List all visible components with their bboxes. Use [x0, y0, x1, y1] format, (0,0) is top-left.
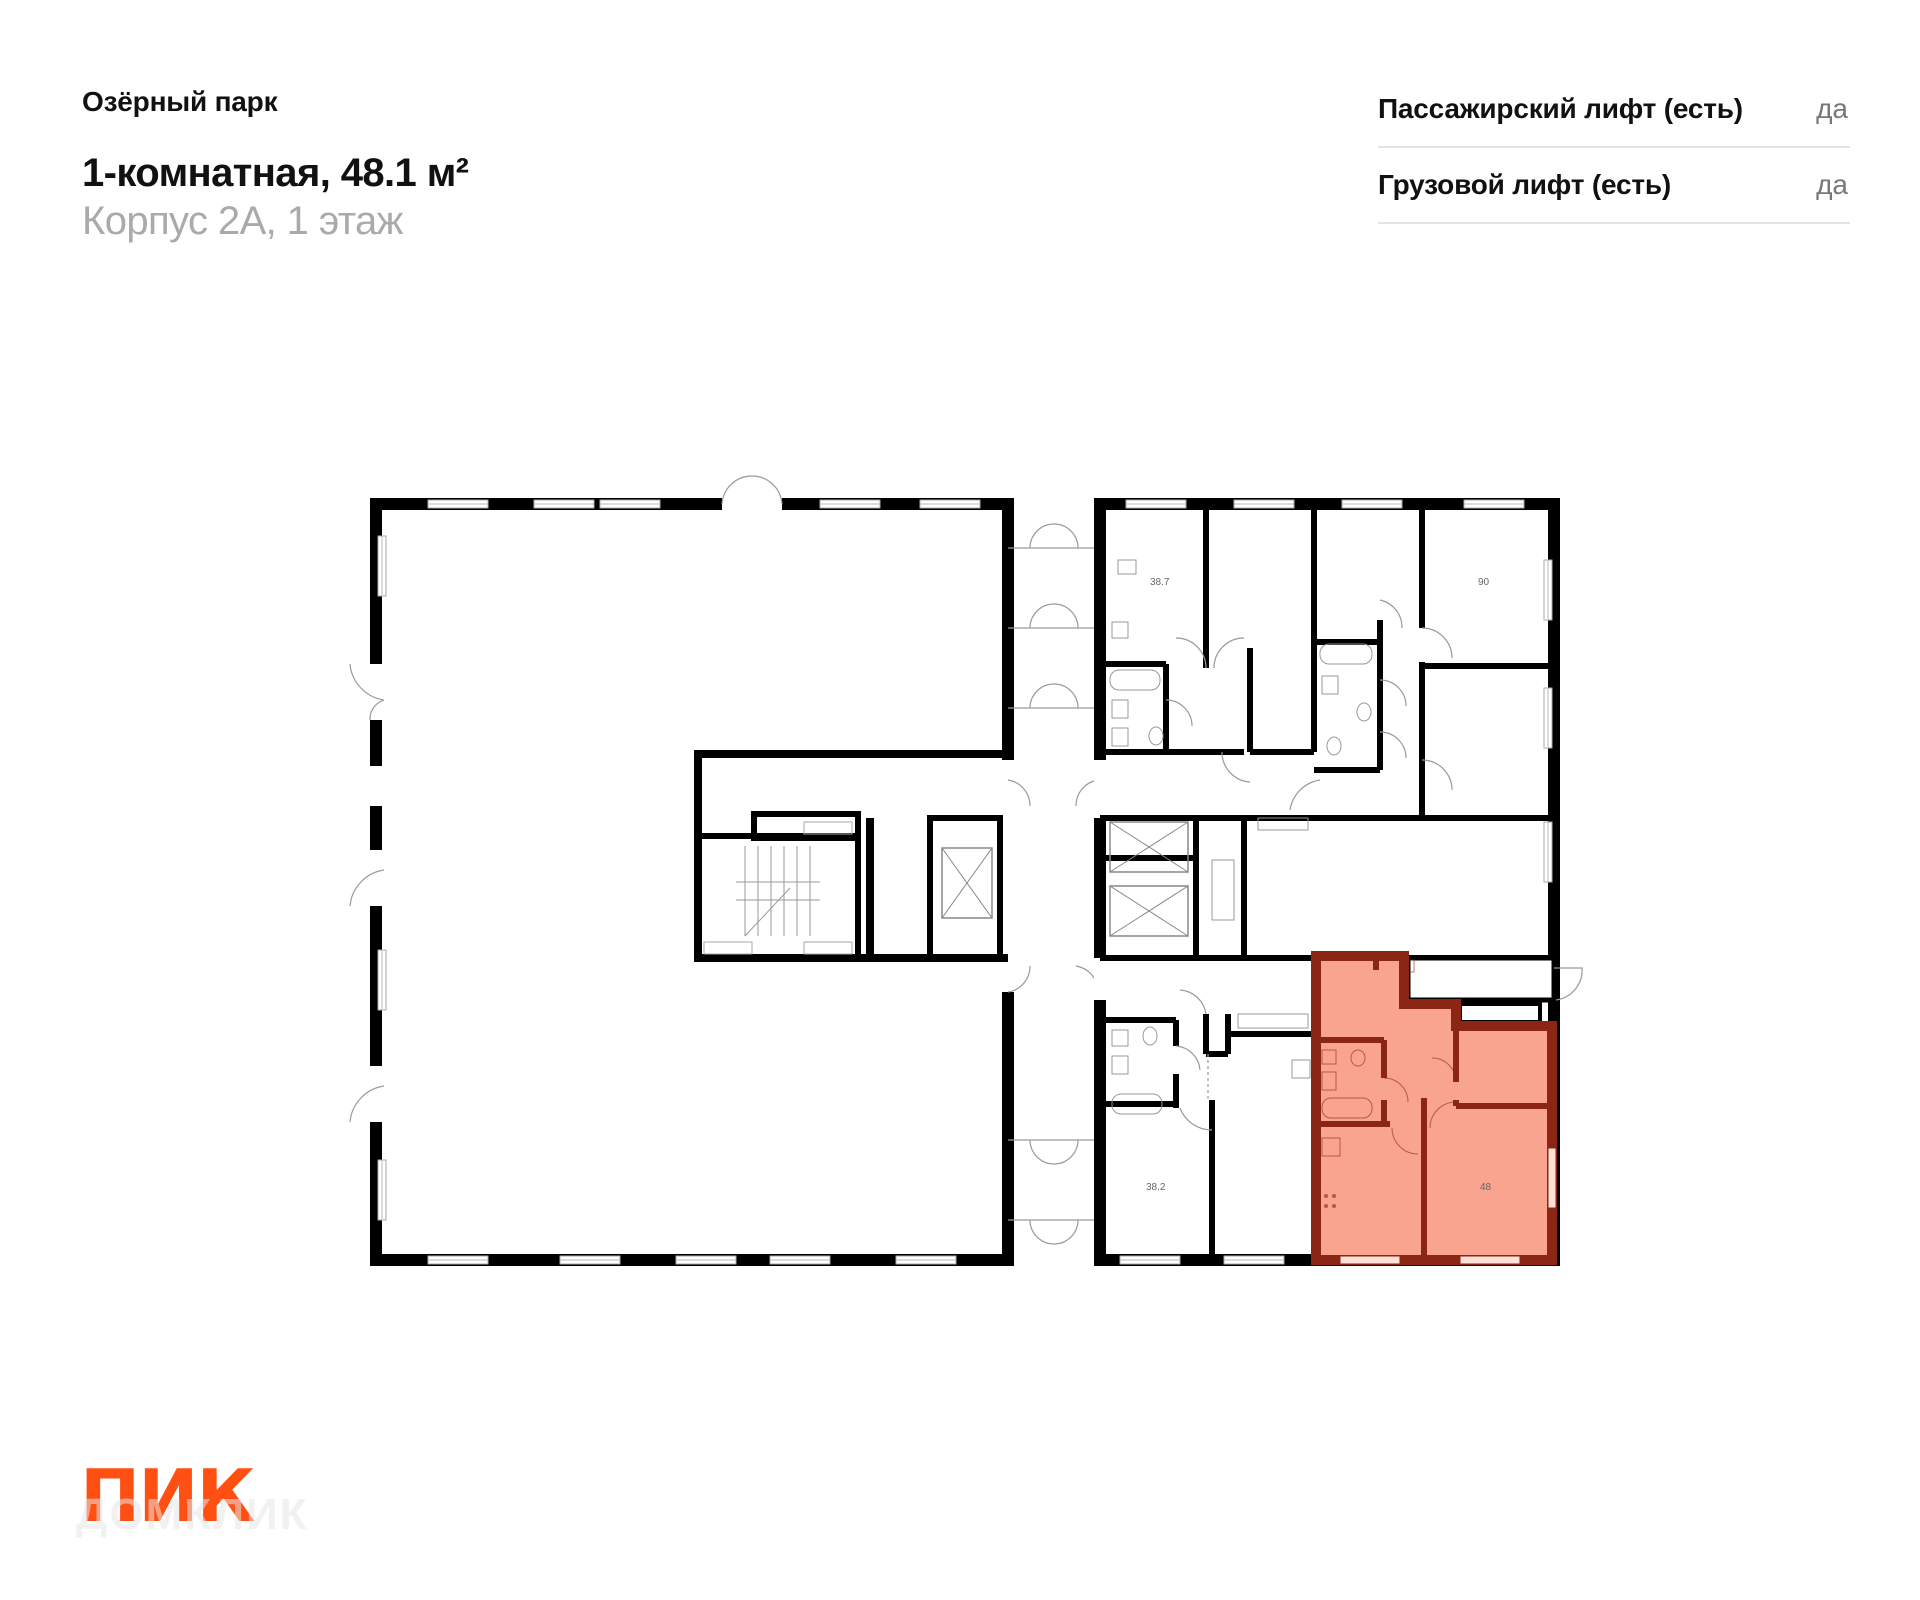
- selected-room-area-label: 48: [1480, 1182, 1492, 1193]
- building-floor: Корпус 2А, 1 этаж: [82, 199, 403, 243]
- left-core: [694, 750, 1008, 962]
- apartment-title: 1-комнатная, 48.1 м²: [82, 151, 469, 195]
- spec-value: да: [1816, 169, 1848, 200]
- room-area-label: 38.2: [1146, 1182, 1166, 1193]
- spec-value: да: [1816, 93, 1848, 124]
- apartment-header: Озёрный парк 1-комнатная, 48.1 м² Корпус…: [82, 82, 469, 246]
- room-area-label: 38.7: [1150, 577, 1170, 588]
- brand-logo-text: ПИК: [80, 1454, 255, 1538]
- domclick-watermark: ДОМКЛИК: [76, 1490, 309, 1539]
- project-name: Озёрный парк: [82, 86, 278, 117]
- pik-logo: ПИК: [80, 1454, 255, 1538]
- corridor: [1007, 523, 1099, 1245]
- spec-label: Пассажирский лифт (есть): [1378, 93, 1743, 124]
- specs-list: Пассажирский лифт (есть) да Грузовой лиф…: [1378, 72, 1850, 224]
- left-hall: [349, 475, 1014, 1266]
- selected-apartment[interactable]: 48: [1311, 951, 1557, 1265]
- spec-label: Грузовой лифт (есть): [1378, 169, 1671, 200]
- spec-row-passenger-lift: Пассажирский лифт (есть) да: [1378, 72, 1850, 148]
- spec-row-freight-lift: Грузовой лифт (есть) да: [1378, 148, 1850, 224]
- room-area-label: 90: [1478, 577, 1490, 588]
